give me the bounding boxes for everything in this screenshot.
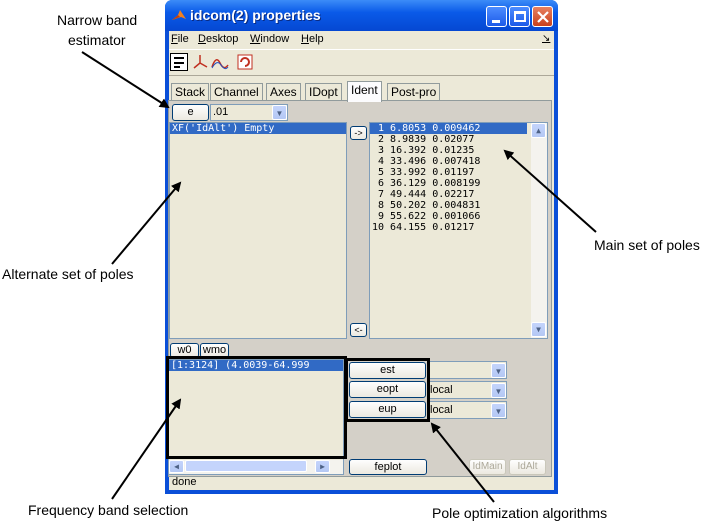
props-tool-glyph <box>174 66 180 68</box>
list-item[interactable]: 7 49.444 0.02217 <box>372 189 475 200</box>
annotation-estimator: estimator <box>68 32 126 48</box>
tab-idopt[interactable]: IDopt <box>305 83 342 101</box>
eopt-option-select[interactable]: local ▼ <box>427 381 507 399</box>
menu-window[interactable]: Window <box>250 33 290 45</box>
move-left-button[interactable]: <- <box>350 323 367 337</box>
chevron-down-icon[interactable]: ▼ <box>491 363 506 378</box>
list-item[interactable]: 3 16.392 0.01235 <box>372 145 475 156</box>
scroll-left-icon[interactable]: ◀ <box>169 460 184 473</box>
arrow-pole-optimization <box>430 422 495 503</box>
eup-button[interactable]: eup <box>349 401 426 418</box>
list-item[interactable]: [1:3124] (4.0039-64.999 <box>169 360 343 371</box>
estimator-button[interactable]: e <box>172 104 209 121</box>
list-item[interactable]: 2 8.9839 0.02077 <box>372 134 475 145</box>
scroll-down-icon[interactable]: ▼ <box>531 322 546 337</box>
list-item[interactable]: 4 33.496 0.007418 <box>372 156 481 167</box>
tab-channel[interactable]: Channel <box>210 83 263 101</box>
menu-bar <box>169 31 554 49</box>
annotation-pole-optimization: Pole optimization algorithms <box>432 505 608 521</box>
matlab-icon <box>172 10 186 20</box>
close-button[interactable] <box>532 6 553 27</box>
chevron-down-icon[interactable]: ▼ <box>272 105 287 120</box>
list-item[interactable]: 9 55.622 0.001066 <box>372 211 481 222</box>
refresh-tool-icon[interactable] <box>236 53 254 71</box>
list-item[interactable]: 5 33.992 0.01197 <box>372 167 475 178</box>
status-text: done <box>172 476 197 488</box>
annotation-frequency-band: Frequency band selection <box>28 502 189 518</box>
arrow-narrow-band <box>81 51 170 109</box>
feplot-button[interactable]: feplot <box>349 459 427 475</box>
close-icon <box>537 11 549 23</box>
est-button[interactable]: est <box>349 362 426 379</box>
arrow-frequency-band <box>111 398 182 500</box>
band-list-hscrollbar[interactable]: ◀ ▶ <box>169 460 343 474</box>
idalt-button[interactable]: IdAlt <box>509 459 546 475</box>
alternate-poles-list[interactable]: XF('IdAlt') Empty <box>169 122 347 339</box>
menu-help[interactable]: Help <box>301 33 324 45</box>
estimator-tolerance-select[interactable]: .01 ▼ <box>210 104 288 121</box>
scroll-up-icon[interactable]: ▲ <box>531 123 546 138</box>
frequency-band-list[interactable]: [1:3124] (4.0039-64.999 ◀ ▶ <box>168 359 344 475</box>
chevron-down-icon[interactable]: ▼ <box>491 403 506 418</box>
curve-tool-icon[interactable] <box>211 53 229 71</box>
window-title: idcom(2) properties <box>190 7 321 23</box>
annotation-main-poles: Main set of poles <box>594 237 700 253</box>
est-option-select[interactable]: ▼ <box>427 361 507 379</box>
tab-ident[interactable]: Ident <box>347 81 382 102</box>
arrow-alternate-poles <box>111 181 182 265</box>
props-tool-icon[interactable] <box>170 53 188 71</box>
axes-tool-icon[interactable] <box>191 53 209 71</box>
tab-axes[interactable]: Axes <box>266 83 301 101</box>
w0-button[interactable]: w0 <box>170 343 199 358</box>
list-item[interactable]: XF('IdAlt') Empty <box>170 123 346 134</box>
idmain-button[interactable]: IdMain <box>469 459 506 475</box>
move-right-button[interactable]: -> <box>350 126 367 140</box>
main-poles-list[interactable]: 1 6.8053 0.009462 2 8.9839 0.02077 3 16.… <box>369 122 548 339</box>
menu-desktop[interactable]: Desktop <box>198 33 239 45</box>
algorithms-highlight <box>345 358 430 422</box>
list-item[interactable]: 1 6.8053 0.009462 <box>370 123 527 134</box>
minimize-button[interactable] <box>486 6 507 27</box>
estimator-tolerance-value: .01 <box>213 106 229 118</box>
arrow-main-poles <box>503 149 597 233</box>
eopt-option-value: local <box>430 384 453 396</box>
minimize-icon <box>492 20 500 23</box>
props-tool-glyph <box>174 57 184 59</box>
scroll-right-icon[interactable]: ▶ <box>315 460 330 473</box>
eup-option-select[interactable]: local ▼ <box>427 401 507 419</box>
eopt-button[interactable]: eopt <box>349 381 426 398</box>
tab-stack[interactable]: Stack <box>171 83 210 101</box>
list-item[interactable]: 6 36.129 0.008199 <box>372 178 481 189</box>
toolbar <box>169 49 554 76</box>
eup-option-value: local <box>430 404 453 416</box>
annotation-alternate-poles: Alternate set of poles <box>2 266 134 282</box>
tab-post-pro[interactable]: Post-pro <box>387 83 441 101</box>
chevron-down-icon[interactable]: ▼ <box>491 383 506 398</box>
maximize-icon <box>514 11 526 22</box>
list-item[interactable]: 10 64.155 0.01217 <box>372 222 475 233</box>
menu-file[interactable]: File <box>171 33 189 45</box>
scroll-thumb[interactable] <box>185 460 307 472</box>
annotation-narrow-band: Narrow band <box>57 12 138 28</box>
list-item[interactable]: 8 50.202 0.004831 <box>372 200 481 211</box>
maximize-button[interactable] <box>509 6 530 27</box>
props-tool-glyph <box>174 62 184 64</box>
menu-dock-arrow-icon[interactable]: ↘ <box>542 33 551 44</box>
